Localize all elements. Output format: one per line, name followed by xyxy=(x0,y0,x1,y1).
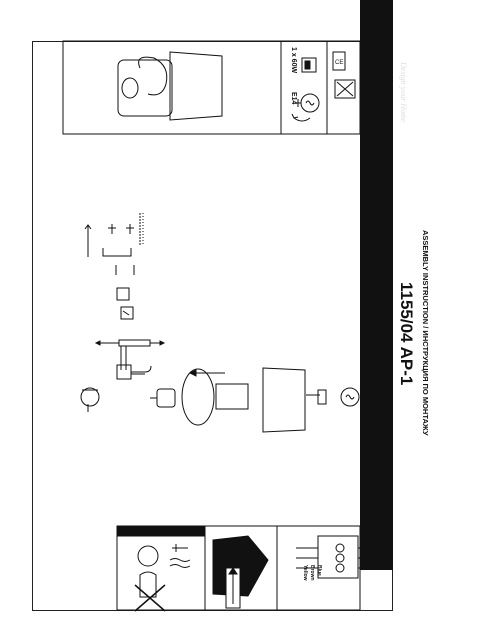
wiring-terminal-diagram xyxy=(296,535,370,579)
glass-tube xyxy=(215,383,249,410)
brand-bar xyxy=(360,0,393,570)
lamp-socket xyxy=(150,368,215,426)
direction-arrow xyxy=(188,369,225,377)
svg-text:CE: CE xyxy=(335,60,343,66)
install-surface-icon xyxy=(212,535,269,609)
wall-plate xyxy=(94,339,166,380)
warning-panel-hot xyxy=(116,525,206,611)
bulb-icon xyxy=(291,93,320,122)
battery-icon xyxy=(301,57,317,73)
mounting-screws xyxy=(84,213,144,275)
terminal-block-icon xyxy=(116,287,134,320)
instruction-sheet xyxy=(32,41,393,611)
warnings-frame xyxy=(326,40,361,135)
certification-icons: CE xyxy=(332,51,356,99)
lamp-shade xyxy=(262,367,320,433)
light-bulb xyxy=(317,387,360,407)
finial-knob xyxy=(80,387,100,412)
specs-frame xyxy=(280,40,328,135)
lamp-preview-icon xyxy=(117,51,223,121)
hand-bulb-warning-icon xyxy=(116,525,206,612)
